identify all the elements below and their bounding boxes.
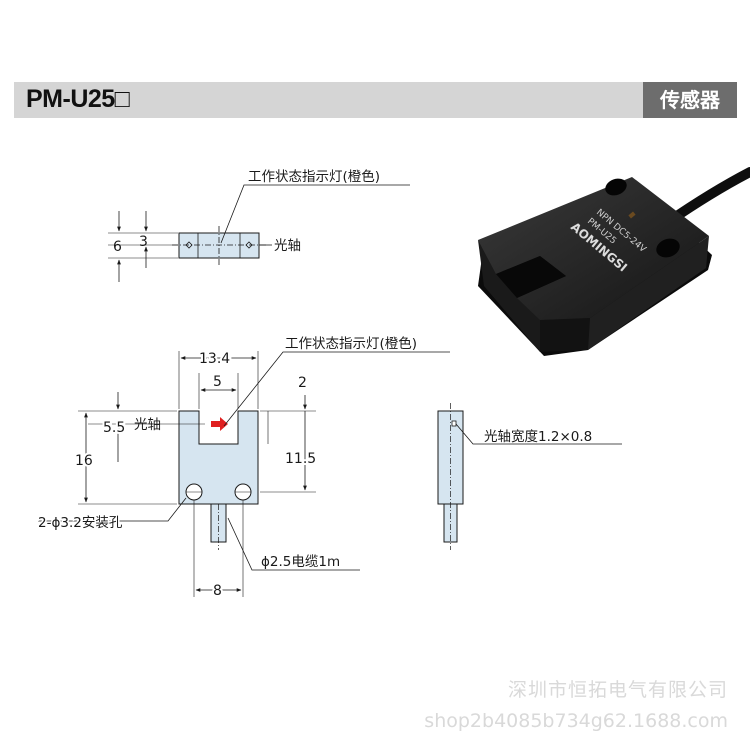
photo-hole [605, 178, 627, 196]
front-indicator-leader-line [223, 351, 450, 427]
dim-5-5-label: 5.5 [103, 420, 125, 436]
watermark-shop: shop2b4085b734g62.1688.com [424, 710, 728, 732]
hole-leader-line [38, 497, 187, 522]
beam-window [451, 420, 457, 427]
side-view-body [437, 410, 464, 505]
dim-11-5-label: 11.5 [285, 451, 316, 467]
category-badge: 传感器 [643, 82, 737, 118]
sensor-body [478, 177, 709, 320]
dim-8-label: 8 [213, 583, 222, 599]
hole-label: 2-ϕ3.2安装孔 [38, 515, 123, 531]
product-photo: AOMINGSI PM-U25 NPN DC5-24V [478, 167, 750, 356]
front-indicator-label: 工作状态指示灯(橙色) [285, 335, 417, 352]
top-axis-label: 光轴 [274, 238, 301, 254]
front-view: 光轴 13.4 5 工作状态指示灯(橙色) 2 11.5 16 5.5 2-ϕ3… [37, 335, 450, 601]
model-title: PM-U25□ [26, 85, 130, 113]
dim-16-label: 16 [75, 453, 93, 469]
axis-diamond-icon [185, 241, 193, 249]
header-bar: PM-U25□ 传感器 [14, 82, 737, 118]
dim-2-label: 2 [298, 375, 307, 391]
cable-leader-line [227, 517, 360, 571]
photo-led [628, 211, 636, 219]
indicator-led-icon [211, 417, 228, 431]
dim-5-label: 5 [213, 374, 222, 390]
photo-hole [656, 238, 680, 258]
front-view-body [178, 410, 259, 505]
front-axis-label: 光轴 [134, 417, 161, 433]
top-indicator-label: 工作状态指示灯(橙色) [248, 168, 380, 185]
dim-6-label: 6 [113, 239, 122, 255]
watermark-company: 深圳市恒拓电气有限公司 [507, 679, 728, 701]
dim-13-4-label: 13.4 [199, 351, 230, 367]
indicator-leader-line [220, 184, 410, 244]
top-view: 工作状态指示灯(橙色) 光轴 6 3 [108, 168, 410, 282]
dim-3-label: 3 [139, 234, 148, 250]
beam-leader-line [455, 423, 622, 445]
beam-width-label: 光轴宽度1.2×0.8 [484, 428, 592, 445]
cable-label: ϕ2.5电缆1m [261, 554, 340, 570]
side-view: 光轴宽度1.2×0.8 [437, 403, 622, 550]
axis-diamond-icon [245, 241, 253, 249]
